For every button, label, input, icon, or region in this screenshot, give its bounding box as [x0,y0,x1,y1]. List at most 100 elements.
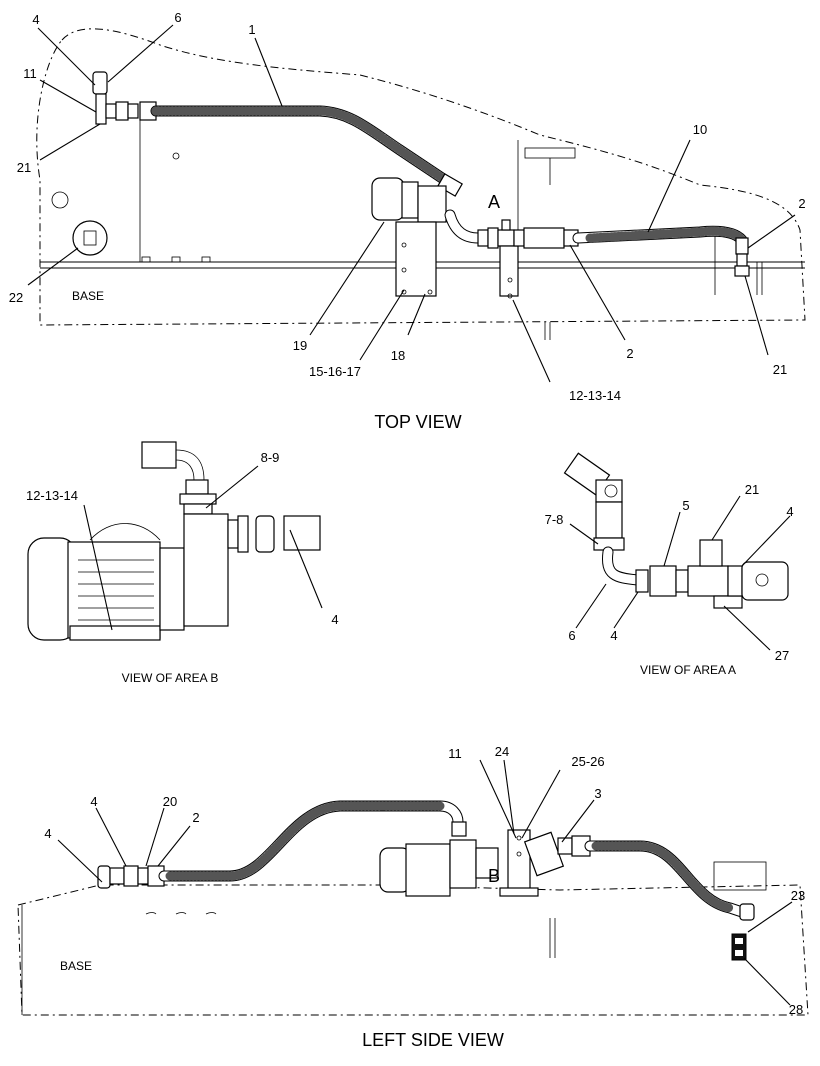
bracket-foot [499,887,539,897]
area-b-title: VIEW OF AREA B [122,671,219,685]
fitting [727,565,743,597]
bolt-hole [172,152,180,160]
adapter-5 [649,565,677,597]
callout-2: 2 [798,196,805,211]
area-a-title: VIEW OF AREA A [640,663,736,677]
hose-block [141,441,177,469]
motor-top [89,523,161,541]
callout-21-a: 21 [745,482,759,497]
body [595,501,623,539]
pump-housing [401,181,419,219]
callout-7-8-a: 7-8 [545,512,564,527]
bracket-27 [713,595,743,609]
fitting [109,867,125,885]
callout-21-right: 21 [773,362,787,377]
fitting [487,227,499,249]
callout-12-13-14: 12-13-14 [569,388,621,403]
tab [141,256,151,263]
pump-head [417,185,447,223]
area-marker-b: B [488,866,500,886]
callout-15-16-17: 15-16-17 [309,364,361,379]
callout-4: 4 [32,12,39,27]
side-view-leaders [57,759,793,1006]
hose-end-b [283,515,321,551]
tee-fitting [95,93,107,125]
hose-end-right-a [741,561,789,601]
pump-motor [371,177,405,221]
area-marker-a: A [488,192,500,212]
tab [171,256,181,263]
callout-28-side: 28 [789,1002,803,1017]
pump-body-side [405,843,451,897]
pump-head-side [449,839,477,889]
mounting-bracket [395,221,437,297]
fitting [137,867,149,885]
base-label-side: BASE [60,959,92,973]
fitting-nut [179,493,217,505]
filter-side [523,831,565,877]
callout-19: 19 [293,338,307,353]
outlet-nut [237,515,249,553]
callout-11-side: 11 [448,746,462,761]
callout-27-a: 27 [775,648,789,663]
hose-end-23 [739,903,755,921]
hose-end-right [735,237,749,255]
callout-10: 10 [693,122,707,137]
adapter-right-2 [734,265,750,277]
top-view-leaders [27,24,796,383]
callout-4-a-bottom: 4 [610,628,617,643]
callout-4-side-b: 4 [44,826,51,841]
callout-2-mid: 2 [626,346,633,361]
fitting [635,569,649,593]
adapter-right [736,253,748,267]
callout-23-side: 23 [791,888,805,903]
fitting [513,229,525,247]
callout-4-b: 4 [331,612,338,627]
callout-21: 21 [17,160,31,175]
machine-outline-side [17,884,809,1016]
callout-4-side-a: 4 [90,794,97,809]
fitting [675,569,689,593]
bracket-top [524,147,576,159]
tee-block [687,565,729,597]
view-area-b [27,441,321,641]
adapter-2 [127,103,139,119]
tab [201,256,211,263]
area-b-leaders [83,465,323,631]
base-label-top: BASE [72,289,104,303]
fitting [451,821,467,837]
bracket-side [507,829,531,895]
callout-25-26-side: 25-26 [571,754,604,769]
left-side-view-title: LEFT SIDE VIEW [362,1030,504,1050]
elbow-fitting [92,71,108,95]
callout-6-a: 6 [568,628,575,643]
callout-6: 6 [174,10,181,25]
callout-24-side: 24 [495,744,509,759]
tee [497,229,515,247]
tee-cap-21 [699,539,723,567]
callout-18: 18 [391,348,405,363]
valve-bracket [499,245,519,297]
callout-12-13-14-b: 12-13-14 [26,488,78,503]
side-block [713,861,767,891]
block-28 [731,933,747,961]
pump-body [183,513,229,627]
outlet [227,519,239,549]
fitting [477,229,489,247]
motor-body [67,541,161,639]
area-a-leaders [569,495,791,651]
tank-cap-inner [83,230,97,246]
tank-cap [72,220,108,256]
fitting [595,479,623,503]
coupling [255,515,275,553]
top-view-title: TOP VIEW [374,412,461,432]
callout-8-9: 8-9 [261,450,280,465]
callout-22: 22 [9,290,23,305]
left-side-view [17,800,809,1016]
callout-2-side: 2 [192,810,199,825]
filter [523,227,565,249]
fitting [185,479,209,495]
callout-5-a: 5 [682,498,689,513]
elbow-side [97,865,111,889]
